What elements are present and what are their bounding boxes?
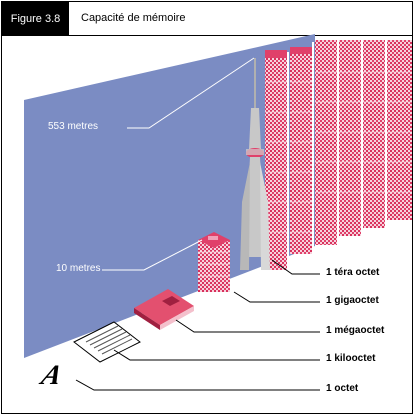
byte-letter: A [36, 360, 67, 391]
megabyte-book [134, 289, 194, 330]
gigaoctet-label: 1 gigaoctet [326, 295, 379, 306]
height-wall [24, 34, 315, 358]
cn-tower [240, 58, 270, 270]
teraoctet-label: 1 téra octet [326, 267, 380, 278]
memory-scene: A [24, 34, 412, 391]
tera-column-2-top [290, 47, 312, 54]
tera-column-6 [387, 40, 412, 220]
wall-height-tall-label: 553 metres [48, 121, 99, 132]
header-divider [2, 35, 412, 36]
kilooctet-label: 1 kilooctet [326, 353, 376, 364]
figure-number: Figure 3.8 [2, 2, 69, 35]
capacity-leaders [75, 259, 320, 391]
kilobyte-page [73, 321, 141, 363]
terabyte-stacks [265, 40, 412, 270]
tera-column-3 [315, 40, 337, 245]
gigabyte-stack [198, 232, 230, 292]
tera-column-1-top [265, 50, 287, 58]
wall-leaders [102, 57, 255, 271]
megaoctet-label: 1 mégaoctet [326, 325, 385, 336]
tera-column-1 [265, 58, 287, 270]
tera-column-5 [363, 40, 385, 228]
octet-label: 1 octet [326, 383, 359, 394]
tera-column-4 [339, 40, 361, 236]
wall-height-short-label: 10 metres [56, 263, 101, 274]
tera-column-2 [290, 54, 312, 254]
figure-title: Capacité de mémoire [81, 12, 186, 24]
